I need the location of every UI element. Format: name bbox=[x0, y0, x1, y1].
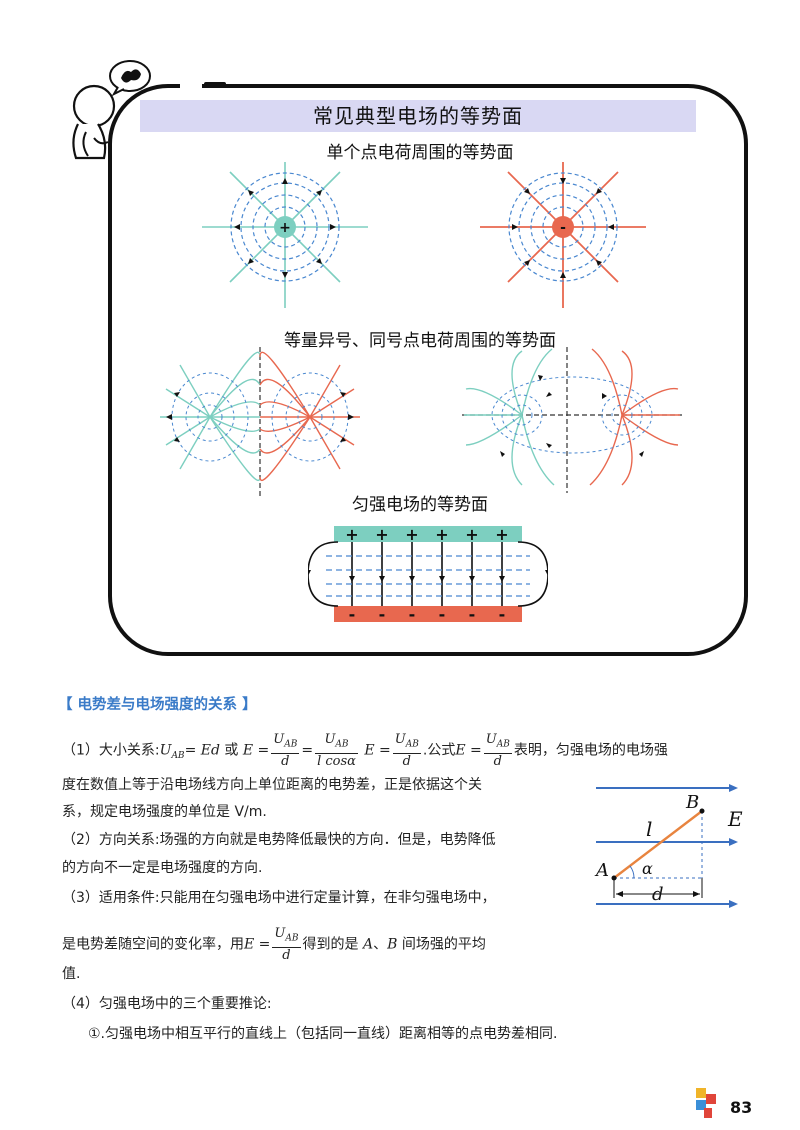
sep: 、 bbox=[373, 936, 388, 953]
plate-minus-1: - bbox=[349, 605, 356, 624]
plate-plus-4: + bbox=[435, 525, 448, 544]
p3-line2-c: 间场强的平均 bbox=[401, 936, 486, 953]
paragraph-2-line-1: （2）方向关系:场强的方向就是电势降低最快的方向．但是，电势降低 bbox=[62, 832, 496, 848]
fraction-uab-d: UAB d bbox=[271, 732, 300, 769]
paragraph-4-item-1: ①.匀强电场中相互平行的直线上（包括同一直线）距离相等的点电势差相同. bbox=[88, 1026, 558, 1042]
section-heading: 【 电势差与电场强度的关系 】 bbox=[58, 697, 257, 713]
frac-num-sub: AB bbox=[335, 739, 349, 750]
e-equals-1: E = bbox=[242, 742, 270, 759]
p1-prefix: （1）大小关系: bbox=[62, 742, 160, 759]
eq1-rest: = Ed bbox=[184, 742, 220, 759]
e-equals-2: E = bbox=[364, 742, 391, 759]
frac-num-sub: AB bbox=[285, 933, 299, 944]
frac-den: d bbox=[493, 753, 502, 769]
point-b: B bbox=[387, 936, 398, 953]
u-ab: U bbox=[159, 742, 172, 759]
plate-plus-1: + bbox=[345, 525, 358, 544]
title-band bbox=[140, 100, 696, 132]
frame-dashes bbox=[204, 82, 226, 86]
frac-den: d bbox=[281, 753, 290, 769]
label-d: d bbox=[652, 884, 664, 905]
label-e: E bbox=[727, 807, 743, 831]
p3-line2-a: 是电势差随空间的变化率，用 bbox=[62, 936, 244, 953]
uniform-field-diagram: + + + + + + - - - - - - bbox=[308, 525, 548, 624]
fraction-uab-lcos: UAB l cosα bbox=[315, 732, 358, 769]
subtitle-pair-charges: 等量异号、同号点电荷周围的等势面 bbox=[284, 331, 556, 351]
paragraph-1-line-3: 系，规定电场强度的单位是 V/m. bbox=[62, 804, 267, 820]
plate-minus-5: - bbox=[469, 605, 476, 624]
plate-minus-2: - bbox=[379, 605, 386, 624]
frac-den: l cosα bbox=[317, 753, 356, 769]
fraction-uab-d-4: UAB d bbox=[272, 926, 301, 963]
frac-num: U bbox=[274, 926, 286, 941]
paragraph-4-line-1: （4）匀强电场中的三个重要推论: bbox=[62, 996, 272, 1012]
paragraph-2-line-2: 的方向不一定是电场强度的方向. bbox=[62, 860, 263, 876]
frac-num: U bbox=[273, 732, 285, 747]
label-alpha: α bbox=[642, 859, 653, 878]
frac-num: U bbox=[324, 732, 336, 747]
plate-plus-5: + bbox=[465, 525, 478, 544]
frac-num-sub: AB bbox=[284, 739, 298, 750]
p1-tail: 表明，匀强电场的电场强 bbox=[513, 742, 668, 759]
plate-minus-4: - bbox=[439, 605, 446, 624]
plate-plus-2: + bbox=[375, 525, 388, 544]
u-ab-subscript: AB bbox=[171, 751, 185, 762]
plate-plus-6: + bbox=[495, 525, 508, 544]
fraction-uab-d-2: UAB d bbox=[392, 732, 421, 769]
frac-num-sub: AB bbox=[405, 739, 419, 750]
p1-dot: .公式 bbox=[422, 742, 456, 759]
subtitle-single-charge: 单个点电荷周围的等势面 bbox=[326, 143, 514, 163]
frame-gap bbox=[180, 78, 202, 92]
plate-plus-3: + bbox=[405, 525, 418, 544]
negative-sign: - bbox=[560, 220, 566, 236]
frac-den: d bbox=[282, 947, 291, 963]
point-a: A bbox=[362, 936, 374, 953]
label-l: l bbox=[646, 817, 652, 841]
paragraph-3-line-3: 值. bbox=[62, 966, 81, 982]
negative-charge-diagram: - bbox=[480, 162, 646, 308]
paragraph-3-line-1: （3）适用条件:只能用在匀强电场中进行定量计算，在非匀强电场中， bbox=[62, 890, 496, 906]
label-a: A bbox=[594, 860, 609, 881]
plate-minus-3: - bbox=[409, 605, 416, 624]
like-charges-diagram bbox=[462, 347, 682, 493]
mascot-illustration bbox=[72, 60, 151, 160]
frac-den: d bbox=[402, 753, 411, 769]
positive-charge-diagram: + bbox=[202, 162, 368, 308]
frac-num: U bbox=[394, 732, 406, 747]
plate-minus-6: - bbox=[499, 605, 506, 624]
e-equals-4: E = bbox=[244, 936, 271, 953]
subtitle-uniform-field: 匀强电场的等势面 bbox=[352, 495, 488, 515]
dipole-diagram bbox=[160, 347, 360, 497]
e-equals-3: E = bbox=[455, 742, 482, 759]
page-logo-icon bbox=[696, 1088, 716, 1118]
p3-line2-b: 得到的是 bbox=[302, 936, 359, 953]
box-title: 常见典型电场的等势面 bbox=[313, 104, 523, 128]
paragraph-1-line-2: 度在数值上等于沿电场线方向上单位距离的电势差，正是依据这个关 bbox=[62, 777, 482, 793]
or-word: 或 bbox=[224, 742, 239, 759]
content-frame bbox=[108, 84, 748, 656]
frac-num: U bbox=[485, 732, 497, 747]
label-b: B bbox=[685, 792, 699, 813]
field-geometry-figure: A B E l α d bbox=[594, 784, 743, 908]
frac-num-sub: AB bbox=[496, 739, 510, 750]
page-number: 83 bbox=[730, 1098, 753, 1117]
positive-sign: + bbox=[279, 220, 291, 236]
paragraph-3-line-2: 是电势差随空间的变化率，用E =UAB d 得到的是 A、B 间场强的平均 bbox=[62, 926, 486, 963]
fraction-uab-d-3: UAB d bbox=[483, 732, 512, 769]
